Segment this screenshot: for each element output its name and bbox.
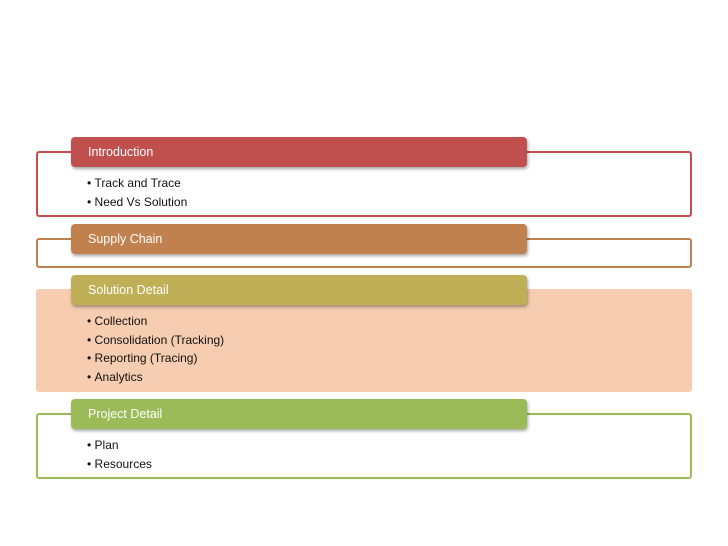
section-introduction-header: Introduction <box>71 137 527 167</box>
list-item: Plan <box>87 436 152 455</box>
list-item: Need Vs Solution <box>87 193 188 212</box>
section-project-detail-list: Plan Resources <box>87 436 152 473</box>
list-item: Analytics <box>87 368 224 387</box>
section-introduction-title: Introduction <box>88 145 154 159</box>
section-introduction-list: Track and Trace Need Vs Solution <box>87 174 188 212</box>
section-supply-chain-header: Supply Chain <box>71 224 527 254</box>
section-project-detail-title: Project Detail <box>88 407 163 421</box>
section-project-detail-header: Project Detail <box>71 399 527 429</box>
section-solution-detail-title: Solution Detail <box>88 283 169 297</box>
section-solution-detail-list: Collection Consolidation (Tracking) Repo… <box>87 312 225 387</box>
section-solution-detail-header: Solution Detail <box>71 275 527 305</box>
section-supply-chain-title: Supply Chain <box>88 232 163 246</box>
list-item: Track and Trace <box>87 174 187 193</box>
list-item: Collection <box>87 312 224 331</box>
list-item: Consolidation (Tracking) <box>87 331 225 350</box>
list-item: Resources <box>87 455 152 474</box>
list-item: Reporting (Tracing) <box>87 349 224 368</box>
